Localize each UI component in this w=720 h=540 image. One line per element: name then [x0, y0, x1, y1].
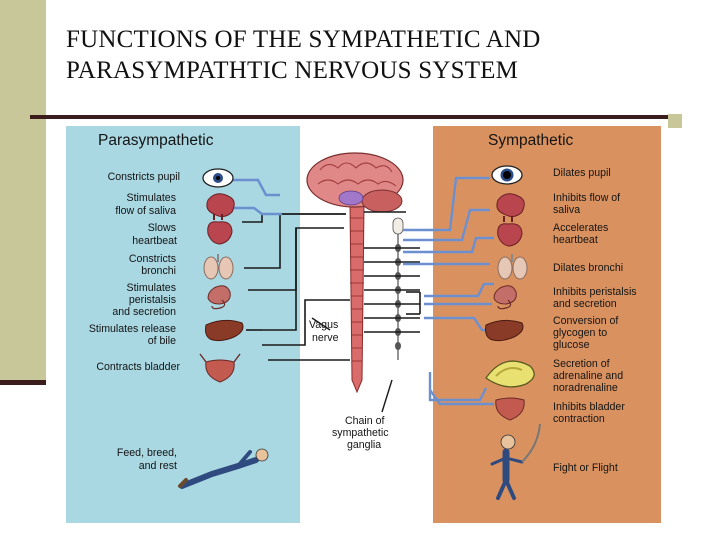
symp-label-glycogen-1: Conversion of: [553, 315, 618, 327]
para-label-bronchi-1: Constricts: [129, 253, 176, 265]
title-rule-square: [668, 114, 682, 128]
para-label-rest-1: Feed, breed,: [117, 447, 177, 459]
para-label-peristalsis-3: and secretion: [112, 306, 176, 318]
slide-accent-bar-base: [0, 380, 46, 385]
eye-icon-sympathetic: [491, 165, 523, 185]
bladder-icon-sympathetic: [495, 397, 525, 421]
para-label-rest-2: and rest: [139, 460, 177, 472]
eye-icon-parasympathetic: [202, 168, 234, 188]
symp-label-saliva-2: saliva: [553, 204, 580, 216]
vagus-label-2: nerve: [312, 332, 339, 344]
symp-label-glycogen-2: glycogen to: [553, 327, 607, 339]
spinal-cord: [349, 204, 365, 394]
symp-label-fight: Fight or Flight: [553, 462, 618, 474]
sympathetic-chain: [392, 217, 404, 360]
vagus-label-1: Vagus: [309, 319, 338, 331]
para-label-heart-2: heartbeat: [132, 235, 177, 247]
sympathetic-labels: Dilates pupil Inhibits flow of saliva Ac…: [553, 167, 637, 474]
bladder-icon-parasympathetic: [199, 353, 241, 383]
slide-title: FUNCTIONS OF THE SYMPATHETIC AND PARASYM…: [66, 24, 706, 86]
symp-label-peristalsis-1: Inhibits peristalsis: [553, 286, 637, 298]
symp-label-adrenaline-3: noradrenaline: [553, 382, 618, 394]
sympathetic-panel: [433, 126, 661, 523]
symp-label-heart-1: Accelerates: [553, 222, 608, 234]
chain-label-group: Chain of sympathetic ganglia: [332, 379, 393, 451]
symp-label-bladder-2: contraction: [553, 413, 605, 425]
title-rule: [30, 115, 670, 119]
liver-icon-parasympathetic: [205, 319, 244, 342]
para-label-pupil: Constricts pupil: [108, 171, 180, 183]
para-label-saliva-2: flow of saliva: [115, 205, 176, 217]
resting-person-icon: [178, 448, 269, 489]
symp-label-heart-2: heartbeat: [553, 234, 598, 246]
symp-label-bladder-1: Inhibits bladder: [553, 401, 625, 413]
running-person-icon: [490, 423, 541, 500]
slide-title-line-2: PARASYMPATHTIC NERVOUS SYSTEM: [66, 57, 519, 84]
symp-label-adrenaline-1: Secretion of: [553, 358, 610, 370]
para-label-heart-1: Slows: [148, 222, 176, 234]
slide-title-line-1: FUNCTIONS OF THE SYMPATHETIC AND: [66, 26, 541, 53]
heart-icon-parasympathetic: [207, 214, 233, 245]
chain-label-1: Chain of: [345, 415, 385, 427]
vagus-nerve-pointer: Vagus nerve: [309, 317, 339, 344]
sympathetic-pathways: [230, 176, 494, 406]
heart-icon-sympathetic: [497, 216, 523, 247]
symp-label-adrenaline-2: adrenaline and: [553, 370, 623, 382]
para-label-bladder: Contracts bladder: [96, 361, 180, 373]
lungs-icon-parasympathetic: [203, 254, 234, 280]
symp-label-peristalsis-2: and secretion: [553, 298, 617, 310]
adrenal-gland-icon: [485, 360, 535, 388]
symp-label-pupil: Dilates pupil: [553, 167, 611, 179]
parasympathetic-labels: Constricts pupil Stimulates flow of sali…: [89, 171, 181, 472]
para-label-bile-2: of bile: [148, 335, 176, 347]
chain-label-2: sympathetic: [332, 427, 389, 439]
stomach-icon-parasympathetic: [207, 285, 231, 310]
stomach-icon-sympathetic: [493, 285, 517, 310]
slide-accent-bar: [0, 0, 46, 385]
parasympathetic-pathways: [242, 211, 421, 361]
para-label-saliva-1: Stimulates: [127, 192, 176, 204]
salivary-gland-icon-sympathetic: [496, 193, 525, 218]
chain-label-3: ganglia: [347, 439, 381, 451]
symp-label-saliva-1: Inhibits flow of: [553, 192, 620, 204]
para-label-bile-1: Stimulates release: [89, 323, 176, 335]
para-label-bronchi-2: bronchi: [141, 265, 176, 277]
lungs-icon-sympathetic: [497, 254, 528, 280]
parasympathetic-heading: Parasympathetic: [98, 132, 214, 149]
salivary-gland-icon-parasympathetic: [206, 193, 235, 218]
symp-label-glycogen-3: glucose: [553, 339, 590, 351]
symp-label-bronchi: Dilates bronchi: [553, 262, 623, 274]
liver-icon-sympathetic: [485, 319, 524, 342]
sympathetic-heading: Sympathetic: [488, 132, 574, 149]
para-label-peristalsis-1: Stimulates: [127, 282, 176, 294]
brain-icon: [306, 152, 404, 213]
para-label-peristalsis-2: peristalsis: [129, 294, 176, 306]
